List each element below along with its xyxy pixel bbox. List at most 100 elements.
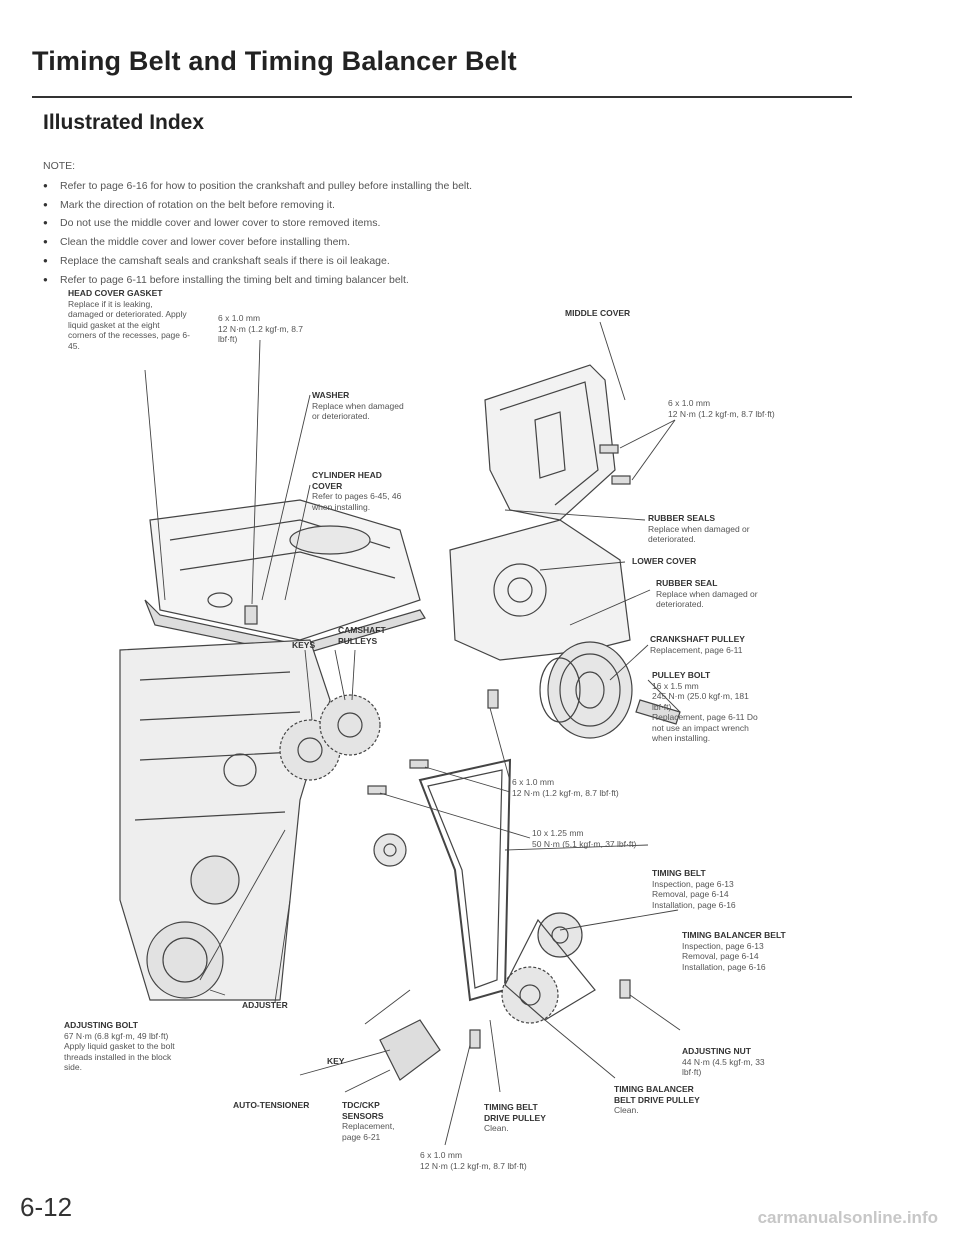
note-item: Replace the camshaft seals and crankshaf…	[43, 252, 833, 271]
notes-heading: NOTE:	[43, 160, 76, 172]
callout-name: CRANKSHAFT PULLEY	[650, 634, 745, 644]
callout-lower-cover: LOWER COVER	[632, 556, 742, 567]
note-item: Refer to page 6-16 for how to position t…	[43, 177, 833, 196]
callout-note: Replacement, page 6-11 Do not use an imp…	[652, 712, 758, 743]
callout-crankshaft-pulley: CRANKSHAFT PULLEY Replacement, page 6-11	[650, 634, 790, 655]
callout-bolt-10: 10 x 1.25 mm 50 N·m (5.1 kgf·m, 37 lbf·f…	[532, 828, 702, 849]
callout-timing-balancer-belt: TIMING BALANCER BELT Inspection, page 6-…	[682, 930, 788, 972]
callout-torque: 12 N·m (1.2 kgf·m, 8.7 lbf·ft)	[420, 1160, 527, 1171]
auto-tensioner-drawing	[373, 833, 441, 1081]
note-item: Do not use the middle cover and lower co…	[43, 214, 833, 233]
callout-adjusting-nut: ADJUSTING NUT 44 N·m (4.5 kgf·m, 33 lbf·…	[682, 1046, 782, 1078]
callout-name: RUBBER SEALS	[648, 513, 716, 523]
callout-name: ADJUSTER	[242, 1000, 288, 1010]
callout-name: ADJUSTING NUT	[682, 1046, 751, 1056]
watermark: carmanualsonline.info	[757, 1208, 938, 1227]
callout-bolt-right: 6 x 1.0 mm 12 N·m (1.2 kgf·m, 8.7 lbf·ft…	[668, 398, 848, 419]
callout-balancer-drive-pulley: TIMING BALANCER BELT DRIVE PULLEY Clean.	[614, 1084, 704, 1116]
callout-timing-belt: TIMING BELT Inspection, page 6-13 Remova…	[652, 868, 772, 910]
callout-key: KEY	[327, 1056, 367, 1067]
callout-note: Installation, page 6-16	[682, 961, 766, 972]
callout-torque: 245 N·m (25.0 kgf·m, 181 lbf·ft)	[652, 691, 749, 712]
callout-name: PULLEY BOLT	[652, 670, 711, 680]
callout-name: TIMING BALANCER BELT DRIVE PULLEY	[614, 1084, 700, 1105]
callout-tdc-ckp-sensors: TDC/CKP SENSORS Replacement, page 6-21	[342, 1100, 410, 1142]
leader-lines	[144, 321, 681, 1146]
callout-spec: 6 x 1.0 mm	[668, 398, 711, 408]
callout-adjusting-bolt: ADJUSTING BOLT 67 N·m (6.8 kgf·m, 49 lbf…	[64, 1020, 184, 1073]
callout-note: Replace when damaged or deteriorated.	[312, 400, 404, 422]
bolts-drawing	[244, 444, 631, 1049]
callout-name: AUTO-TENSIONER	[233, 1100, 310, 1110]
camshaft-pulleys-drawing	[279, 694, 381, 781]
callout-bolt-bottom: 6 x 1.0 mm 12 N·m (1.2 kgf·m, 8.7 lbf·ft…	[420, 1150, 590, 1171]
notes-list: Refer to page 6-16 for how to position t…	[43, 177, 833, 290]
callout-name: CYLINDER HEAD COVER	[312, 470, 382, 491]
callout-spec: 10 x 1.25 mm	[532, 828, 584, 838]
callout-note: Replace when damaged or deteriorated.	[656, 588, 758, 610]
engine-block-drawing	[119, 639, 331, 1001]
callout-keys: KEYS	[292, 640, 332, 651]
callout-torque: 44 N·m (4.5 kgf·m, 33 lbf·ft)	[682, 1056, 765, 1078]
callout-name: TIMING BELT	[652, 868, 706, 878]
middle-cover-drawing	[484, 364, 616, 521]
callout-name: TDC/CKP SENSORS	[342, 1100, 384, 1121]
callout-middle-cover: MIDDLE COVER	[565, 308, 685, 319]
timing-belt-drawing	[418, 758, 512, 1002]
callout-name: ADJUSTING BOLT	[64, 1020, 138, 1030]
callout-cylinder-head-cover: CYLINDER HEAD COVER Refer to pages 6-45,…	[312, 470, 404, 512]
note-item: Mark the direction of rotation on the be…	[43, 196, 833, 215]
callout-note: Removal, page 6-14	[682, 951, 759, 961]
callout-note: Clean.	[614, 1105, 639, 1115]
callout-bolt-top: 6 x 1.0 mm 12 N·m (1.2 kgf·m, 8.7 lbf·ft…	[218, 313, 308, 345]
cylinder-head-cover-drawing	[149, 499, 421, 641]
callout-name: HEAD COVER GASKET	[68, 288, 163, 298]
title-rule	[32, 96, 852, 98]
callout-adjuster: ADJUSTER	[242, 1000, 302, 1011]
pulley-bolt-drawing	[635, 699, 681, 725]
callout-note: Replace when damaged or deteriorated.	[648, 523, 750, 545]
callout-note: Inspection, page 6-13	[682, 940, 764, 951]
callout-name: KEY	[327, 1056, 345, 1066]
section-title: Illustrated Index	[43, 111, 205, 134]
callout-name: WASHER	[312, 390, 350, 400]
callout-rubber-seals: RUBBER SEALS Replace when damaged or det…	[648, 513, 758, 545]
callout-timing-belt-drive-pulley: TIMING BELT DRIVE PULLEY Clean.	[484, 1102, 560, 1134]
callout-camshaft-pulleys: CAMSHAFT PULLEYS	[338, 625, 398, 646]
callout-name: LOWER COVER	[632, 556, 697, 566]
callout-note: Installation, page 6-16	[652, 899, 736, 910]
callout-name: CAMSHAFT PULLEYS	[338, 625, 386, 646]
callout-bolt-mid: 6 x 1.0 mm 12 N·m (1.2 kgf·m, 8.7 lbf·ft…	[512, 777, 654, 798]
callout-note: Replacement, page 6-21	[342, 1121, 395, 1142]
callout-note: Inspection, page 6-13	[652, 878, 734, 889]
callout-name: MIDDLE COVER	[565, 308, 631, 318]
callout-torque: 12 N·m (1.2 kgf·m, 8.7 lbf·ft)	[668, 408, 775, 419]
page-title: Timing Belt and Timing Balancer Belt	[32, 46, 517, 76]
callout-note: Apply liquid gasket to the bolt threads …	[64, 1041, 175, 1072]
page-number: 6-12	[20, 1192, 73, 1222]
callout-note: Replacement, page 6-11	[650, 644, 743, 655]
callout-torque: 12 N·m (1.2 kgf·m, 8.7 lbf·ft)	[512, 787, 619, 798]
crankshaft-pulley-drawing	[539, 641, 633, 739]
callout-washer: WASHER Replace when damaged or deteriora…	[312, 390, 404, 422]
callout-note: Clean.	[484, 1123, 509, 1133]
callout-torque: 12 N·m (1.2 kgf·m, 8.7 lbf·ft)	[218, 323, 304, 345]
callout-torque: 50 N·m (5.1 kgf·m, 37 lbf·ft)	[532, 838, 637, 849]
callout-spec: 6 x 1.0 mm	[218, 313, 261, 323]
callout-name: KEYS	[292, 640, 316, 650]
callout-head-cover-gasket: HEAD COVER GASKET Replace if it is leaki…	[68, 288, 190, 351]
callout-spec: 6 x 1.0 mm	[420, 1150, 463, 1160]
callout-pulley-bolt: PULLEY BOLT 16 x 1.5 mm 245 N·m (25.0 kg…	[652, 670, 770, 744]
note-item: Refer to page 6-11 before installing the…	[43, 271, 833, 290]
callout-rubber-seal: RUBBER SEAL Replace when damaged or dete…	[656, 578, 766, 610]
callout-name: TIMING BALANCER BELT	[682, 930, 786, 940]
notes: NOTE: Refer to page 6-16 for how to posi…	[43, 157, 833, 290]
lower-cover-drawing	[449, 519, 631, 661]
callout-name: RUBBER SEAL	[656, 578, 718, 588]
callout-spec: 16 x 1.5 mm	[652, 680, 699, 691]
callout-spec: 6 x 1.0 mm	[512, 777, 555, 787]
callout-note: Removal, page 6-14	[652, 889, 729, 899]
note-item: Clean the middle cover and lower cover b…	[43, 233, 833, 252]
callout-note: Refer to pages 6-45, 46 when installing.	[312, 491, 402, 512]
